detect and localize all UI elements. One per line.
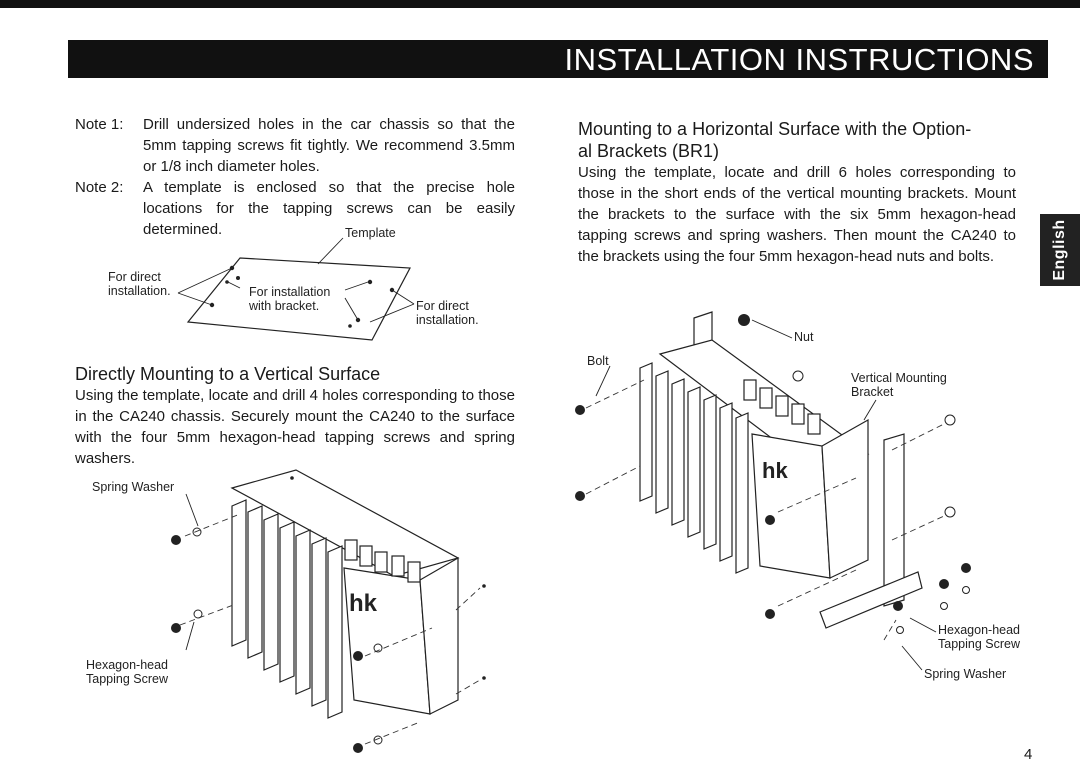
note-label: Note 2: <box>75 179 124 196</box>
label-spring-washer: Spring Washer <box>92 480 175 494</box>
nut-icon <box>944 414 956 426</box>
label-tapping-screw: Tapping Screw <box>86 672 168 686</box>
hole-mark <box>389 287 395 293</box>
label-nut: Nut <box>794 330 814 344</box>
page-title: INSTALLATION INSTRUCTIONS <box>564 42 1034 77</box>
note-text: Drill undersized holes in the car chassi… <box>143 116 515 175</box>
right-column: Mounting to a Horizontal Surface with th… <box>578 118 1016 267</box>
screw-icon <box>353 651 363 661</box>
vertical-body: Using the template, locate and drill 4 h… <box>75 387 515 467</box>
horizontal-body: Using the template, locate and drill 6 h… <box>578 164 1016 265</box>
label-installation-left: installation. <box>108 284 171 298</box>
bolt-icon <box>765 515 775 525</box>
hole-mark <box>236 276 240 280</box>
amp-logo-left: hk <box>349 590 378 617</box>
washer-icon <box>962 586 970 594</box>
label-for-installation: For installation <box>249 285 331 299</box>
washer-icon <box>940 602 948 610</box>
screw-icon <box>893 601 903 611</box>
label-vertical-mounting: Vertical Mounting <box>851 371 947 385</box>
top-rule <box>0 0 1080 8</box>
vertical-heading: Directly Mounting to a Vertical Surface <box>75 364 381 384</box>
note-label: Note 1: <box>75 116 124 133</box>
label-for-direct-right: For direct <box>416 299 469 313</box>
nut-icon <box>792 370 804 382</box>
label-with-bracket: with bracket. <box>249 299 320 313</box>
washer-icon <box>192 527 202 537</box>
label-spring-washer-right: Spring Washer <box>924 667 1007 681</box>
language-tab: English <box>1040 214 1080 286</box>
bolt-icon <box>575 491 585 501</box>
bolt-icon <box>765 609 775 619</box>
note-text: A template is enclosed so that the preci… <box>143 179 515 238</box>
note-2: Note 2: A template is enclosed so that t… <box>75 177 515 240</box>
label-template: Template <box>345 226 396 240</box>
hole-mark <box>367 279 373 285</box>
nut-icon <box>738 314 750 326</box>
screw-icon <box>171 535 181 545</box>
hole-mark <box>225 280 229 284</box>
amp-logo-right: hk <box>762 458 788 483</box>
label-for-direct-left: For direct <box>108 270 161 284</box>
vertical-section: Directly Mounting to a Vertical Surface … <box>75 363 515 469</box>
title-banner: INSTALLATION INSTRUCTIONS <box>68 40 1048 78</box>
screw-icon <box>353 743 363 753</box>
hole-mark <box>229 265 235 271</box>
washer-icon <box>373 643 383 653</box>
horizontal-heading-line-2: al Brackets (BR1) <box>578 141 720 161</box>
label-installation-right: installation. <box>416 313 479 327</box>
label-bracket: Bracket <box>851 385 894 399</box>
hole-mark <box>348 324 352 328</box>
washer-icon <box>896 626 904 634</box>
language-tab-label: English <box>1051 219 1068 281</box>
washer-icon <box>193 609 203 619</box>
left-column: Note 1: Drill undersized holes in the ca… <box>75 114 515 240</box>
label-hexagon-head: Hexagon-head <box>86 658 169 672</box>
label-tapping-screw-right: Tapping Screw <box>938 637 1020 651</box>
label-bolt: Bolt <box>587 354 609 368</box>
page-number: 4 <box>1024 746 1033 763</box>
label-hexagon-head-right: Hexagon-head <box>938 623 1021 637</box>
screw-icon <box>939 579 949 589</box>
note-1: Note 1: Drill undersized holes in the ca… <box>75 114 515 177</box>
screw-icon <box>171 623 181 633</box>
hole-mark <box>209 302 215 308</box>
hole-mark <box>355 317 361 323</box>
bolt-icon <box>575 405 585 415</box>
horizontal-heading-line-1: Mounting to a Horizontal Surface with th… <box>578 119 972 139</box>
washer-icon <box>373 735 383 745</box>
nut-icon <box>944 506 956 518</box>
screw-icon <box>961 563 971 573</box>
